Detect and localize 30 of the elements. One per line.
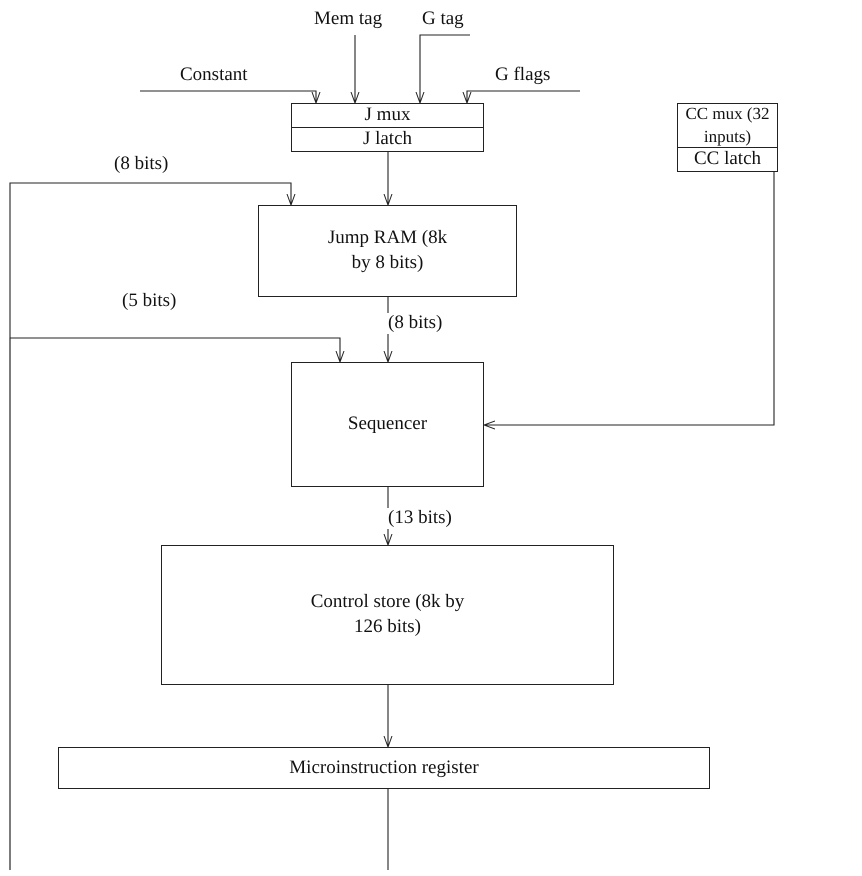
- block-label: Control store (8k by 126 bits): [310, 590, 466, 639]
- block-box: [291, 362, 484, 487]
- block-box: [161, 545, 614, 685]
- block-box: [258, 205, 517, 297]
- block-box: [677, 147, 778, 172]
- block-label: Jump RAM (8k by 8 bits): [326, 226, 448, 275]
- block-box: [291, 103, 484, 128]
- edge-label: G tag: [420, 9, 466, 30]
- block-label: Sequencer: [348, 412, 428, 436]
- edge-label: (5 bits): [120, 291, 178, 312]
- block-label: CC latch: [694, 147, 762, 172]
- edge-label: Mem tag: [312, 9, 384, 30]
- block-label: J mux: [364, 103, 410, 128]
- edge-label: (8 bits): [112, 154, 170, 175]
- arrow: [384, 685, 392, 748]
- block-label: J latch: [362, 127, 412, 152]
- block-box: [291, 127, 484, 152]
- arrow: [350, 35, 360, 104]
- arrow: [384, 152, 392, 206]
- block-label: CC mux (32 inputs): [684, 103, 771, 148]
- arrow: [484, 172, 775, 430]
- edge-label: G flags: [493, 65, 552, 86]
- block-label: Microinstruction register: [289, 756, 479, 780]
- arrow: [9, 337, 344, 870]
- block-box: [58, 747, 710, 789]
- arrow: [462, 90, 580, 104]
- edge-label: (8 bits): [386, 313, 444, 334]
- edge-label: (13 bits): [386, 508, 454, 529]
- arrow: [416, 34, 470, 104]
- arrow: [140, 90, 320, 104]
